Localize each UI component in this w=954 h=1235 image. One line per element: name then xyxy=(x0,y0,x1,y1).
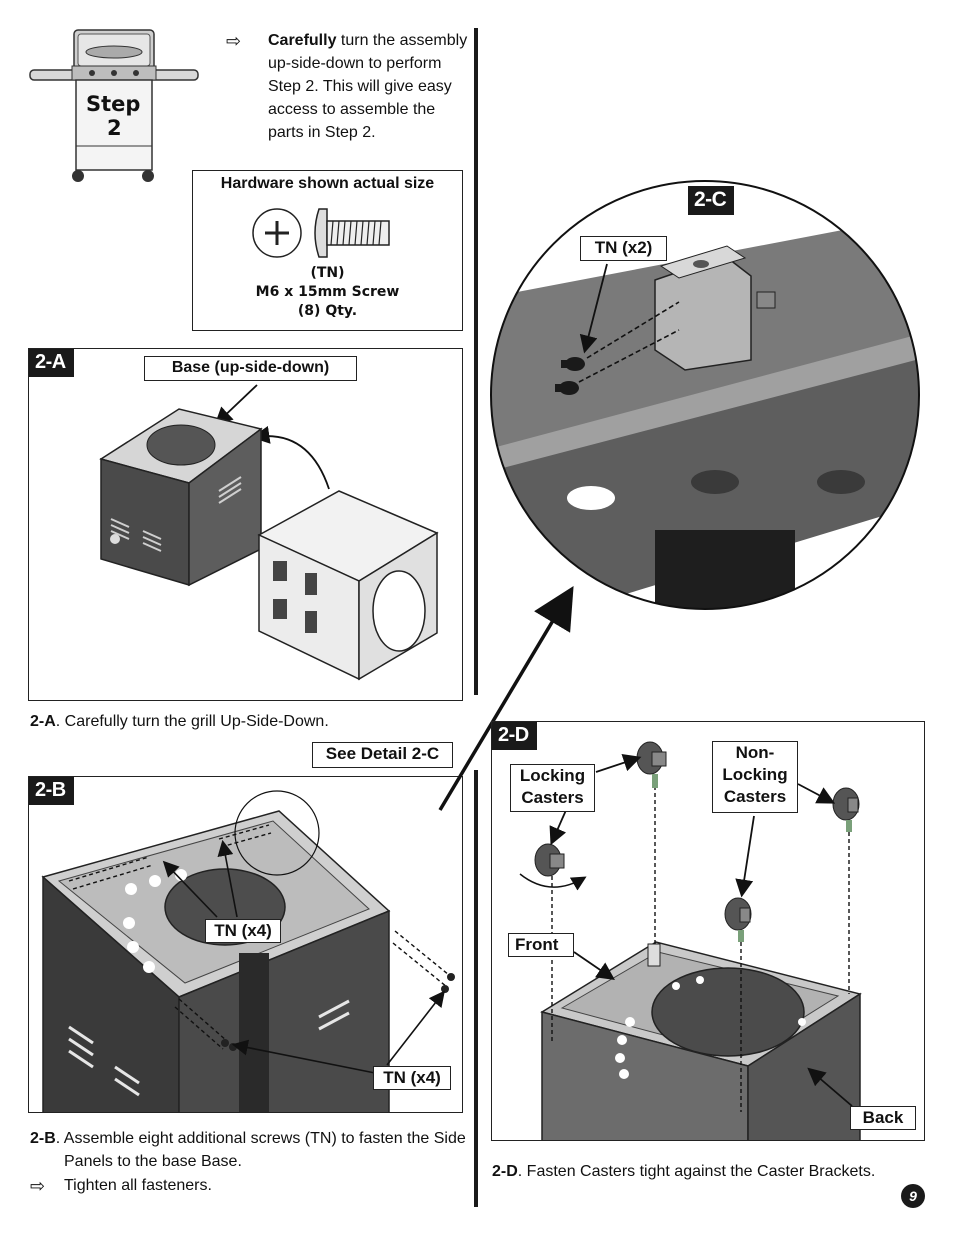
nonlocking-casters-callout: Non- Locking Casters xyxy=(712,741,798,813)
locking-line2: Casters xyxy=(521,788,584,807)
intro-line3: Step 2. This will give easy xyxy=(268,78,452,95)
intro-line5: parts in Step 2. xyxy=(268,124,376,141)
screw-icon xyxy=(252,208,390,258)
page-number: 9 xyxy=(901,1184,925,1208)
caster-nonlocking-back xyxy=(832,787,860,832)
caster-nonlocking-front xyxy=(724,897,752,942)
panel-2b-tag: 2-B xyxy=(29,777,74,805)
caption-2b-line2: Panels to the base Base. xyxy=(64,1153,242,1170)
intro-text: Carefully turn the assembly up-side-down… xyxy=(268,29,468,144)
step-label-number: 2 xyxy=(107,116,122,140)
base-callout: Base (up-side-down) xyxy=(144,356,357,381)
caster-locking-back xyxy=(636,741,667,788)
tighten-text: Tighten all fasteners. xyxy=(64,1177,212,1194)
intro-bold: Carefully xyxy=(268,32,337,49)
hardware-description: M6 x 15mm Screw xyxy=(255,284,400,300)
panel-2c-tag: 2-C xyxy=(688,186,735,215)
arrow-bullet-icon: ⇨ xyxy=(226,31,242,51)
front-callout: Front xyxy=(508,933,574,957)
caption-2b: 2-B. Assemble eight additional screws (T… xyxy=(30,1127,470,1173)
caption-2d-bold: 2-D xyxy=(492,1163,518,1180)
detail-connector-arrow xyxy=(438,585,574,811)
tn-lower-callout: TN (x4) xyxy=(373,1066,451,1090)
hardware-box: Hardware shown actual size (TN) M6 x 15m… xyxy=(192,170,463,331)
hardware-title: Hardware shown actual size xyxy=(220,175,435,192)
grill-thumbnail-icon xyxy=(29,29,199,182)
locking-line1: Locking xyxy=(519,766,586,785)
caption-2d: 2-D. Fasten Casters tight against the Ca… xyxy=(492,1160,875,1183)
locking-casters-callout: Locking Casters xyxy=(510,764,595,812)
panel-2d: 2-D xyxy=(491,721,925,1141)
panel-2a: 2-A Base (up-side-down) xyxy=(28,348,463,701)
caption-2b-bold: 2-B xyxy=(30,1130,56,1147)
caption-2a-bold: 2-A xyxy=(30,713,56,730)
nonlocking-line1: Non- xyxy=(735,743,775,762)
hardware-quantity: (8) Qty. xyxy=(297,303,358,319)
base-exploded-illustration xyxy=(99,384,439,681)
caster-locking-front xyxy=(519,843,587,891)
caption-2d-text: . Fasten Casters tight against the Caste… xyxy=(517,1163,876,1180)
tn-detail-callout: TN (x2) xyxy=(580,236,667,261)
hardware-code: (TN) xyxy=(310,265,345,281)
step-grill-icon: Step 2 xyxy=(28,26,200,186)
caption-2a-text: . Carefully turn the grill Up-Side-Down. xyxy=(55,713,329,730)
panel-2a-tag: 2-A xyxy=(29,349,74,377)
column-divider-lower xyxy=(474,770,478,1207)
intro-line4: access to assemble the xyxy=(268,101,436,118)
nonlocking-line3: Casters xyxy=(723,787,787,806)
column-divider xyxy=(474,28,478,695)
detail-2c-illustration xyxy=(490,180,920,610)
nonlocking-line2: Locking xyxy=(722,765,788,784)
arrow-bullet-icon-2: ⇨ xyxy=(30,1176,46,1196)
panel-2d-tag: 2-D xyxy=(492,722,537,750)
intro-line2: up-side-down to perform xyxy=(268,55,442,72)
step-label-word: Step xyxy=(86,92,141,116)
intro-line1: turn the assembly xyxy=(336,32,468,49)
caption-2a: 2-A. Carefully turn the grill Up-Side-Do… xyxy=(30,710,329,733)
side-panel-assembly-illustration xyxy=(41,790,455,1112)
casters-illustration xyxy=(519,741,862,1140)
tn-upper-callout: TN (x4) xyxy=(205,919,281,943)
page-number-text: 9 xyxy=(909,1188,917,1204)
see-detail-callout: See Detail 2-C xyxy=(312,742,453,768)
back-callout: Back xyxy=(850,1106,916,1130)
caption-2b-text: . Assemble eight additional screws (TN) … xyxy=(55,1130,466,1147)
panel-2b: 2-B xyxy=(28,776,463,1113)
